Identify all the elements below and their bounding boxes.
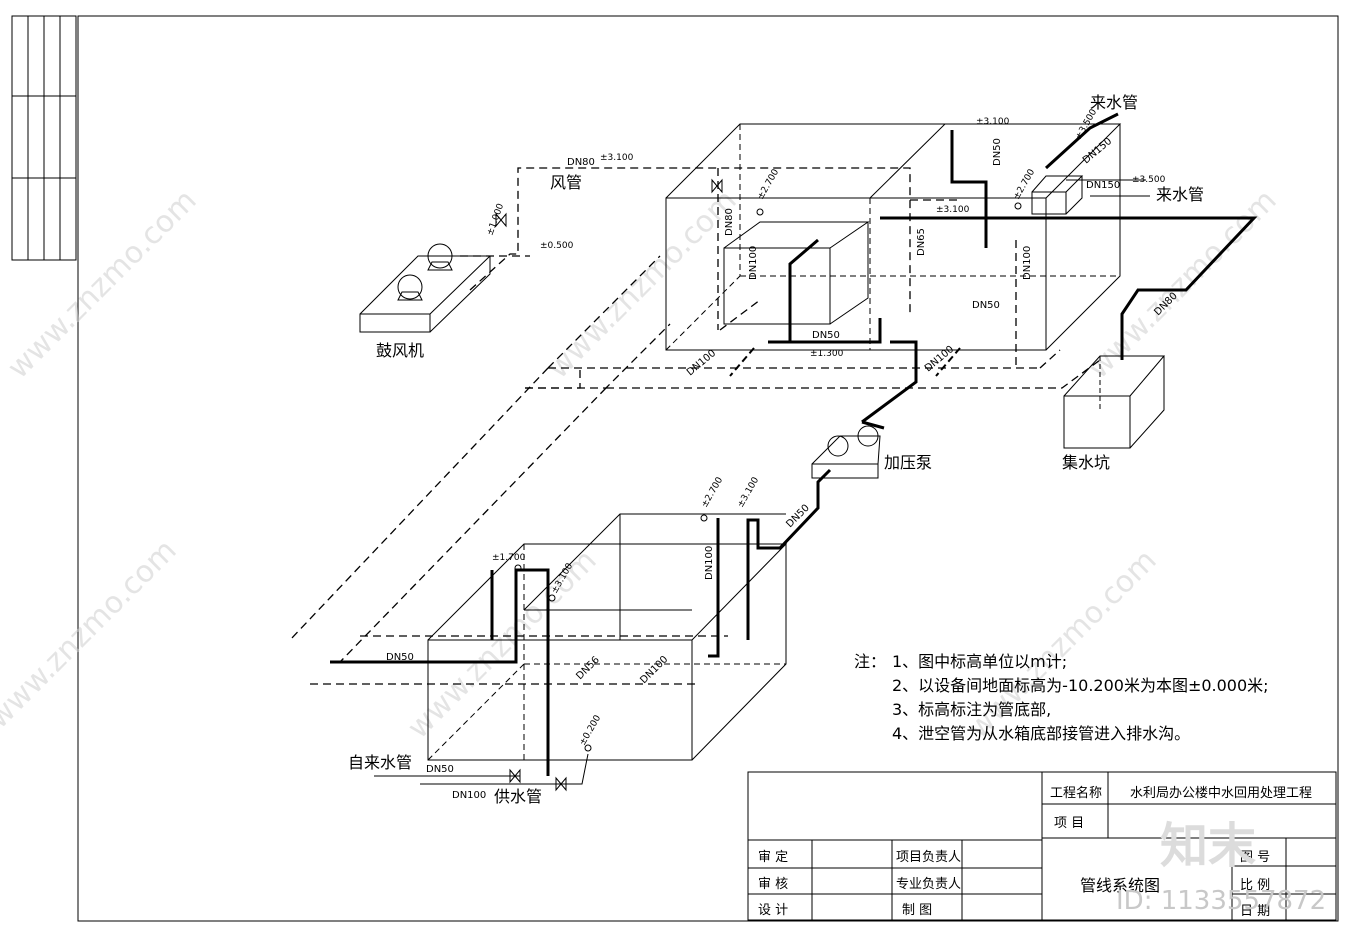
project-lead-label: 项目负责人 xyxy=(896,850,962,865)
pipe-label: DN80 xyxy=(567,157,595,168)
pipe-label: DN100 xyxy=(452,790,486,801)
date-label: 日 期 xyxy=(1240,904,1271,919)
pipe-label: DN50 xyxy=(812,330,840,341)
inlet-pipe-side-label: 来水管 xyxy=(1156,185,1204,204)
pipe-label: DN50 xyxy=(426,764,454,775)
check-label: 审 核 xyxy=(758,877,789,892)
supply-pipe-label: 供水管 xyxy=(494,787,542,806)
design-label: 设 计 xyxy=(758,903,789,918)
project-name: 水利局办公楼中水回用处理工程 xyxy=(1130,786,1313,801)
elevation-label: ±0.500 xyxy=(540,241,574,251)
pipe-label: DN100 xyxy=(1022,246,1033,280)
svg-text:www.znzmo.com: www.znzmo.com xyxy=(1,183,204,386)
upper-thick-pipes xyxy=(768,112,1258,424)
elevation-label: ±2.700 xyxy=(700,475,725,509)
pipe-label: DN65 xyxy=(916,228,927,256)
booster-pump xyxy=(746,420,885,640)
upper-tank xyxy=(665,123,1122,351)
pipe-label: DN50 xyxy=(784,503,812,531)
sump-pit xyxy=(1063,355,1166,449)
pipe-label: DN100 xyxy=(685,348,718,378)
pipe-label: DN150 xyxy=(1081,136,1114,166)
blower-label: 鼓风机 xyxy=(376,341,424,360)
note-3: 3、标高标注为管底部, xyxy=(892,700,1052,719)
blower xyxy=(359,243,492,333)
notes-prefix: 注： xyxy=(854,652,887,671)
inlet-box xyxy=(1031,175,1084,215)
pipe-label: DN100 xyxy=(638,654,670,686)
elevation-label: ±0.200 xyxy=(578,713,603,747)
elevation-label: ±3.100 xyxy=(736,475,761,509)
pipe-label: DN56 xyxy=(574,655,602,683)
elevation-label: ±3.100 xyxy=(976,117,1010,127)
specialty-lead-label: 专业负责人 xyxy=(896,877,962,892)
elevation-label: ±3.100 xyxy=(936,205,970,215)
title-block-frame xyxy=(747,771,1337,921)
note-2: 2、以设备间地面标高为-10.200米为本图±0.000米; xyxy=(892,676,1269,695)
binding-strip xyxy=(11,15,77,261)
booster-pump-label: 加压泵 xyxy=(884,453,932,472)
pipe-label: DN150 xyxy=(1086,180,1120,191)
note-4: 4、泄空管为从水箱底部接管进入排水沟。 xyxy=(892,724,1191,743)
elevation-label: ±2.700 xyxy=(756,167,781,201)
pipe-label: DN50 xyxy=(972,300,1000,311)
lower-tank xyxy=(310,513,788,761)
note-1: 1、图中标高单位以m计; xyxy=(892,652,1068,671)
brand-logo: 知末 xyxy=(1160,818,1257,874)
pipe-label: DN50 xyxy=(992,138,1003,166)
id-watermark: ID: 1133557872 xyxy=(1116,886,1327,916)
valves xyxy=(495,178,1022,792)
fig-no-label: 图 号 xyxy=(1240,850,1271,865)
drawing-label: 制 图 xyxy=(902,903,933,918)
drawing-title: 管线系统图 xyxy=(1080,876,1161,895)
elevation-label: ±3.500 xyxy=(1132,175,1166,185)
drawing-border xyxy=(77,15,1339,922)
inlet-pipe-top-label: 来水管 xyxy=(1090,93,1138,112)
elevation-label: ±2.700 xyxy=(1012,167,1037,201)
pipe-label: DN100 xyxy=(704,546,715,580)
elevation-label: ±3.100 xyxy=(600,153,634,163)
tap-water-pipe-label: 自来水管 xyxy=(348,753,412,772)
svg-text:www.znzmo.com: www.znzmo.com xyxy=(401,543,604,746)
review-label: 审 定 xyxy=(758,850,789,865)
inner-box xyxy=(723,221,870,325)
pipe-label: DN80 xyxy=(724,208,735,236)
air-pipe-label: 风管 xyxy=(550,173,582,192)
diagram-labels: 鼓风机 风管 来水管 来水管 加压泵 集水坑 自来水管 供水管 DN80 DN8… xyxy=(348,93,1204,806)
item-label: 项 目 xyxy=(1054,816,1085,831)
svg-text:www.znzmo.com: www.znzmo.com xyxy=(0,533,184,736)
sump-label: 集水坑 xyxy=(1062,453,1110,472)
scale-label: 比 例 xyxy=(1240,878,1271,893)
elevation-label: ±1.700 xyxy=(492,553,526,563)
elevation-label: ±1.300 xyxy=(810,349,844,359)
air-pipe xyxy=(460,167,960,331)
pipe-label: DN100 xyxy=(748,246,759,280)
project-name-label: 工程名称 xyxy=(1050,786,1103,801)
pipe-label: DN50 xyxy=(386,652,414,663)
elevation-label: ±1.000 xyxy=(485,202,506,237)
